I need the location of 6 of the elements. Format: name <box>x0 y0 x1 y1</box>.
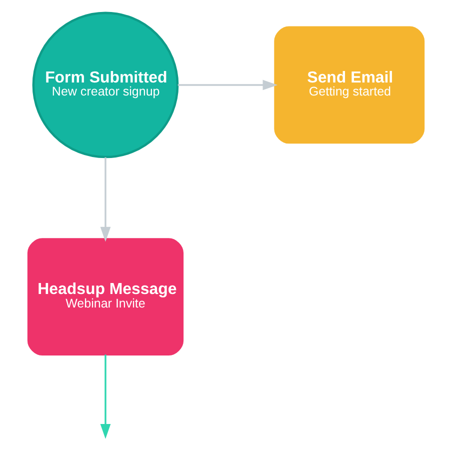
node-box: Headsup Message Webinar Invite <box>26 238 184 356</box>
arrow <box>177 80 278 90</box>
arrow <box>100 157 110 242</box>
arrow <box>100 354 110 439</box>
node-circle: Form Submitted New creator signup <box>32 12 178 158</box>
node-box: Send Email Getting started <box>274 26 424 144</box>
